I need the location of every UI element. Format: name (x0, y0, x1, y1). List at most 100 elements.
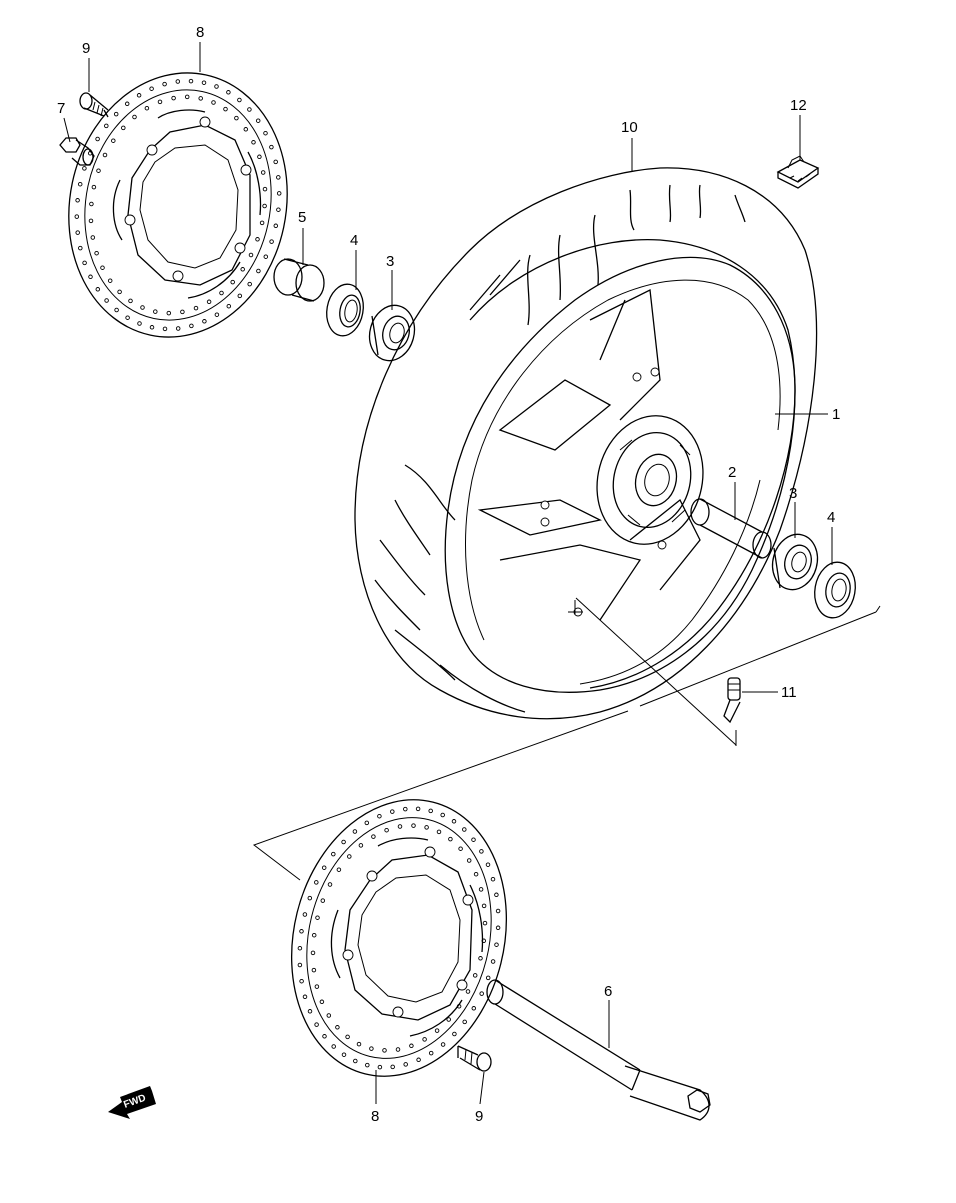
disc-perforation-hole (95, 136, 100, 142)
disc-perforation-hole (149, 325, 155, 330)
disc-perforation-hole (299, 978, 304, 984)
disc-perforation-hole (214, 84, 219, 89)
disc-perforation-hole (262, 203, 267, 209)
disc-perforation-hole (100, 265, 105, 270)
disc-perforation-hole (263, 254, 269, 259)
disc-perforation-hole (234, 115, 239, 121)
disc-perforation-hole (397, 824, 403, 829)
disc-perforation-hole (90, 235, 96, 240)
disc-perforation-hole (82, 166, 87, 171)
disc-perforation-hole (369, 1046, 374, 1051)
disc-perforation-hole (255, 237, 260, 242)
disc-perforation-hole (331, 1044, 336, 1049)
disc-perforation-hole (302, 912, 308, 917)
disc-perforation-hole (124, 101, 130, 107)
disc-perforation-hole (136, 93, 142, 98)
disc-perforation-hole (140, 305, 145, 310)
section-frame-outline (252, 605, 881, 881)
callout-3-upper: 3 (386, 253, 394, 270)
disc-perforation-hole (411, 823, 416, 828)
callout-8-upper: 8 (196, 24, 204, 41)
disc-perforation-hole (269, 144, 274, 150)
disc-perforation-hole (314, 880, 319, 885)
disc-perforation-hole (327, 882, 333, 887)
disc-perforation-hole (479, 991, 484, 996)
forward-direction-arrow: FWD (108, 1086, 156, 1119)
callout-labels: 9 8 7 5 4 3 10 12 1 2 3 4 11 6 8 9 (57, 24, 840, 1125)
disc-perforation-hole (77, 181, 83, 187)
disc-perforation-hole (276, 191, 282, 196)
disc-perforation-hole (485, 862, 491, 867)
disc-perforation-hole (94, 250, 99, 256)
disc-perforation-hole (436, 829, 442, 835)
disc-perforation-hole (299, 929, 304, 934)
disc-perforation-hole (341, 839, 346, 845)
spacer-collar-part (273, 258, 325, 302)
disc-perforation-hole (223, 106, 228, 112)
disc-perforation-hole (75, 198, 80, 203)
disc-perforations (297, 806, 501, 1070)
disc-perforation-hole (111, 138, 116, 143)
disc-perforation-hole (315, 915, 320, 920)
callout-7: 7 (57, 100, 65, 117)
disc-perforation-hole (260, 170, 266, 175)
disc-perforation-hole (390, 809, 395, 814)
disc-perforation-hole (465, 989, 471, 994)
disc-perforation-hole (257, 154, 262, 160)
oil-seal-lower-part (814, 561, 856, 619)
disc-perforation-hole (473, 871, 479, 877)
disc-perforation-hole (180, 309, 185, 315)
callout-10: 10 (621, 119, 638, 136)
disc-perforation-hole (273, 159, 278, 165)
disc-perforation-hole (353, 1058, 358, 1064)
disc-perforation-hole (466, 858, 472, 863)
disc-perforation-hole (320, 898, 326, 903)
disc-perforation-hole (415, 806, 421, 812)
disc-perforation-hole (89, 201, 94, 207)
disc-perforation-hole (341, 1052, 347, 1057)
wheel-hub (540, 367, 704, 617)
disc-perforation-hole (102, 152, 108, 158)
disc-perforation-hole (121, 125, 126, 131)
disc-perforation-hole (78, 245, 83, 251)
disc-bolt-lower-part (457, 1045, 492, 1072)
wheel-spacer-part (690, 498, 772, 559)
disc-perforation-hole (273, 223, 279, 229)
disc-perforation-hole (88, 218, 94, 224)
disc-perforation-hole (297, 945, 303, 951)
callout-leader-lines (63, 42, 833, 1105)
disc-perforation-hole (490, 959, 496, 964)
disc-perforation-hole (166, 310, 172, 316)
disc-perforation-hole (251, 140, 256, 145)
disc-perforation-hole (422, 1037, 427, 1042)
disc-perforation-hole (395, 1047, 401, 1052)
disc-perforation-hole (495, 908, 501, 914)
disc-perforation-hole (446, 1017, 451, 1022)
callout-3-lower: 3 (789, 485, 797, 502)
disc-perforation-hole (434, 1028, 440, 1033)
disc-perforation-hole (462, 1019, 467, 1025)
disc-perforation-hole (184, 94, 190, 100)
disc-perforation-hole (202, 319, 207, 324)
disc-perforation-hole (409, 1043, 414, 1049)
callout-9-lower: 9 (475, 1108, 483, 1125)
disc-perforation-hole (96, 168, 101, 173)
disc-perforation-hole (319, 999, 325, 1005)
disc-perforation-hole (75, 230, 80, 235)
disc-bolt-upper-part (79, 92, 109, 118)
disc-perforation-hole (211, 100, 216, 105)
disc-perforation-hole (440, 812, 445, 818)
disc-perforation-hole (335, 1025, 340, 1030)
disc-perforation-hole (371, 834, 376, 839)
disc-perforation-hole (321, 865, 327, 870)
callout-2: 2 (728, 464, 736, 481)
disc-perforation-hole (481, 903, 487, 909)
disc-perforation-hole (82, 260, 87, 266)
disc-perforation-hole (472, 973, 478, 978)
disc-perforation-hole (95, 287, 101, 292)
disc-perforation-hole (462, 827, 467, 832)
disc-perforation-hole (390, 1064, 395, 1070)
disc-perforation-hole (494, 892, 499, 898)
callout-5: 5 (298, 209, 306, 226)
